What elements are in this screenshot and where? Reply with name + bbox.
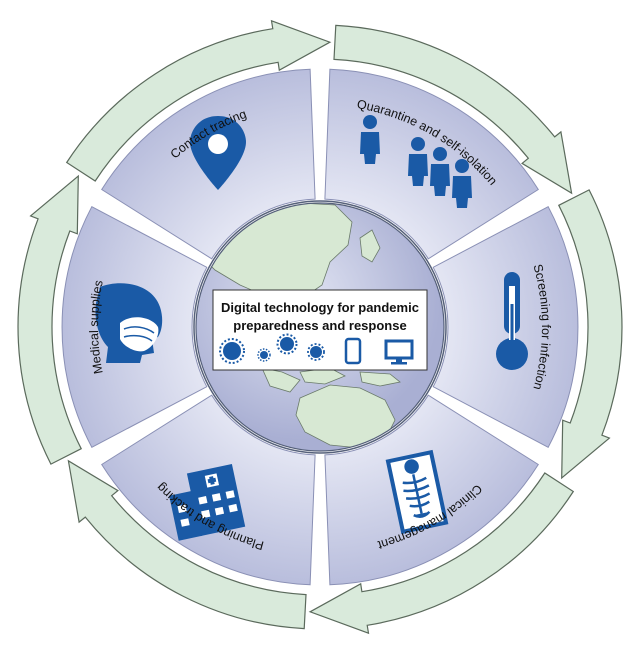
xray-icon bbox=[385, 449, 449, 535]
people-icon bbox=[360, 115, 472, 208]
cycle-arrow bbox=[308, 472, 575, 635]
center-title-box: Digital technology for pandemic prepared… bbox=[212, 289, 428, 371]
new-guinea-landmass bbox=[359, 371, 401, 387]
smartphone-icon bbox=[344, 337, 362, 365]
thermometer-icon bbox=[496, 272, 528, 370]
cycle-arrow bbox=[67, 459, 307, 630]
cycle-arrow bbox=[17, 174, 83, 465]
cycle-arrow bbox=[65, 19, 332, 182]
segment-label-supplies: Medical supplies bbox=[87, 279, 106, 375]
virus-icon bbox=[219, 338, 245, 364]
face-mask-icon bbox=[95, 283, 163, 363]
hospital-icon bbox=[169, 463, 246, 541]
virus-icon bbox=[276, 333, 298, 355]
southeast-asia-landmass bbox=[261, 367, 301, 393]
virus-icon bbox=[307, 343, 325, 361]
japan-landmass bbox=[359, 229, 381, 263]
center-title-line2: preparedness and response bbox=[233, 318, 406, 333]
computer-monitor-icon bbox=[384, 339, 414, 365]
cycle-arrows bbox=[17, 19, 623, 635]
virus-icon bbox=[257, 348, 271, 362]
center-title-line1: Digital technology for pandemic bbox=[221, 300, 419, 315]
cycle-arrow bbox=[557, 189, 623, 480]
location-pin-icon bbox=[190, 116, 246, 190]
cycle-arrow bbox=[333, 24, 573, 195]
